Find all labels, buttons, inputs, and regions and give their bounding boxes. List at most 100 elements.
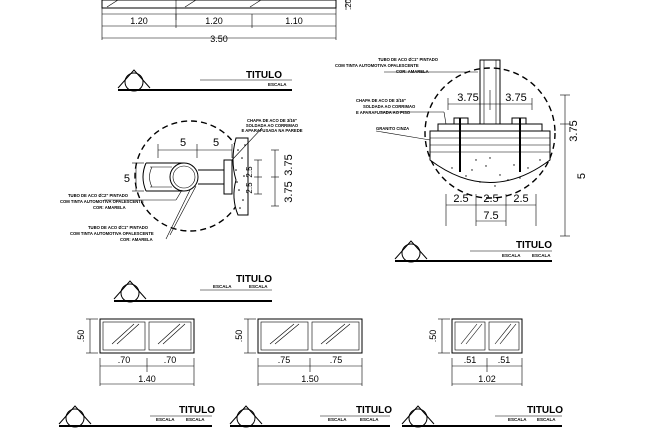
dim-total: 3.50: [210, 34, 228, 44]
note-line: CHAPA DE ACO DE 3/16": [356, 98, 406, 103]
dim-label: .50: [76, 330, 86, 343]
dim-label: 2.5: [513, 193, 528, 205]
title-text: TITULO: [527, 405, 563, 416]
dim-label: 1.20: [130, 16, 148, 26]
scale-text: ESCALA: [268, 82, 287, 87]
window-3: .50 .51 .51 1.02: [428, 318, 523, 386]
note-line: COM TINTA AUTOMOTIVA OPALESCENTE: [60, 199, 144, 204]
handrail-tube: [169, 162, 199, 192]
steel-plate: [223, 159, 233, 195]
dim-label: 5: [576, 173, 588, 179]
dim-label: 2.5: [245, 166, 254, 178]
title-symbol: [120, 283, 140, 303]
dim-label: 1.20: [205, 16, 223, 26]
hatch-line: [249, 0, 262, 8]
dim-label: 5: [213, 137, 219, 149]
window-frame: [257, 318, 363, 354]
scale-text: ESCALA: [186, 417, 205, 422]
scale-text: ESCALA: [532, 253, 551, 258]
wall-section: [232, 137, 249, 216]
section-detail: 3.75 3.75 3.75 5 2.5 2.5 2.5 7.5 TUBO DE…: [335, 57, 588, 237]
scale-text: ESCALA: [537, 417, 556, 422]
strip-outline: [101, 0, 337, 9]
title-block-4: TITULO ESCALA ESCALA: [58, 405, 215, 428]
title-symbol: [401, 243, 421, 263]
title-block-3: TITULO ESCALA ESCALA: [113, 274, 272, 303]
title-symbol: [408, 408, 428, 428]
note-line: E APARAFUSADA NA PAREDE: [241, 128, 302, 133]
hatch-line: [106, 0, 119, 8]
title-block-2: TITULO ESCALA ESCALA: [394, 240, 552, 263]
note-line: TUBO DE ACO Ø=1" PINTADO: [378, 57, 439, 62]
wall-hatch: [235, 144, 246, 209]
dim-label: 3.75: [505, 92, 526, 104]
dim-label: .51: [498, 355, 511, 365]
title-text: TITULO: [236, 274, 272, 285]
dim-total: 1.02: [478, 374, 496, 384]
window-1: .50 .70 .70 1.40: [76, 318, 195, 386]
note-line: CHAPA DE ACO DE 3/16": [247, 118, 297, 123]
window-frame: [451, 318, 523, 354]
note-line: SOLDADA AO CORRIMAO: [363, 104, 416, 109]
dim-label: .70: [118, 355, 131, 365]
dim-label: .50: [234, 330, 244, 343]
scale-text: ESCALA: [502, 253, 521, 258]
note-line: COM TINTA AUTOMOTIVA OPALESCENTE: [70, 231, 154, 236]
title-symbol: [65, 408, 85, 428]
base-plate: [437, 123, 543, 132]
note-line: TUBO DE ACO Ø=2" PINTADO: [68, 193, 129, 198]
dim-label: 2.5: [453, 193, 468, 205]
granite-floor: [429, 130, 551, 183]
dim-label: 5: [180, 137, 186, 149]
dim-label: .75: [278, 355, 291, 365]
scale-text: ESCALA: [156, 417, 175, 422]
scale-text: ESCALA: [213, 284, 232, 289]
note-line: COR: AMARELA: [93, 205, 126, 210]
note-line: COM TINTA AUTOMOTIVA OPALESCENTE: [335, 63, 419, 68]
scale-text: ESCALA: [328, 417, 347, 422]
plan-detail: 5 5 5 2.5 2.5 3.75 3.75 CHAPA DE ACO DE …: [60, 118, 303, 242]
dim-label: 3.75: [568, 120, 580, 141]
note-line: COR: AMARELA: [120, 237, 153, 242]
note-line: GRANITO CINZA: [376, 126, 409, 131]
title-symbol: [124, 72, 144, 92]
title-text: TITULO: [516, 240, 552, 251]
detail-boundary: [134, 120, 246, 232]
scale-text: ESCALA: [360, 417, 379, 422]
dim-label: 3.75: [283, 181, 295, 202]
window-2: .50 .75 .75 1.50: [234, 318, 363, 386]
window-frame: [99, 318, 195, 354]
title-symbol: [236, 408, 256, 428]
dim-label: 1.10: [285, 16, 303, 26]
dim-label: 3.75: [457, 92, 478, 104]
dim-label: .75: [330, 355, 343, 365]
note-line: E APARAFUSADA AO PISO: [356, 110, 411, 115]
note-line: TUBO DE ACO Ø=1" PINTADO: [88, 225, 149, 230]
dim-total: 1.40: [138, 374, 156, 384]
note-line: SOLDADA AO CORRIMAO: [246, 123, 299, 128]
title-block-5: TITULO ESCALA ESCALA: [229, 405, 392, 428]
dim-total: 1.50: [301, 374, 319, 384]
dim-side: .20: [344, 0, 353, 10]
note-line: COR: AMARELA: [396, 69, 429, 74]
scale-text: ESCALA: [249, 284, 268, 289]
dim-total: 7.5: [483, 210, 498, 222]
dim-label: 3.75: [283, 154, 295, 175]
dim-label: 2.5: [483, 193, 498, 205]
top-strip: 1.20 1.20 1.10 3.50 .20: [101, 0, 353, 44]
scale-text: ESCALA: [508, 417, 527, 422]
title-text: TITULO: [356, 405, 392, 416]
title-text: TITULO: [246, 70, 282, 81]
detail-boundary: [424, 67, 556, 199]
dim-label: 5: [124, 173, 130, 185]
hatch-line: [184, 0, 197, 8]
dim-label: .51: [464, 355, 477, 365]
dim-label: .50: [428, 330, 438, 343]
title-block-6: TITULO ESCALA ESCALA: [401, 405, 563, 428]
dim-label: 2.5: [245, 182, 254, 194]
dim-label: .70: [164, 355, 177, 365]
title-text: TITULO: [179, 405, 215, 416]
title-block-1: TITULO ESCALA: [117, 69, 292, 92]
